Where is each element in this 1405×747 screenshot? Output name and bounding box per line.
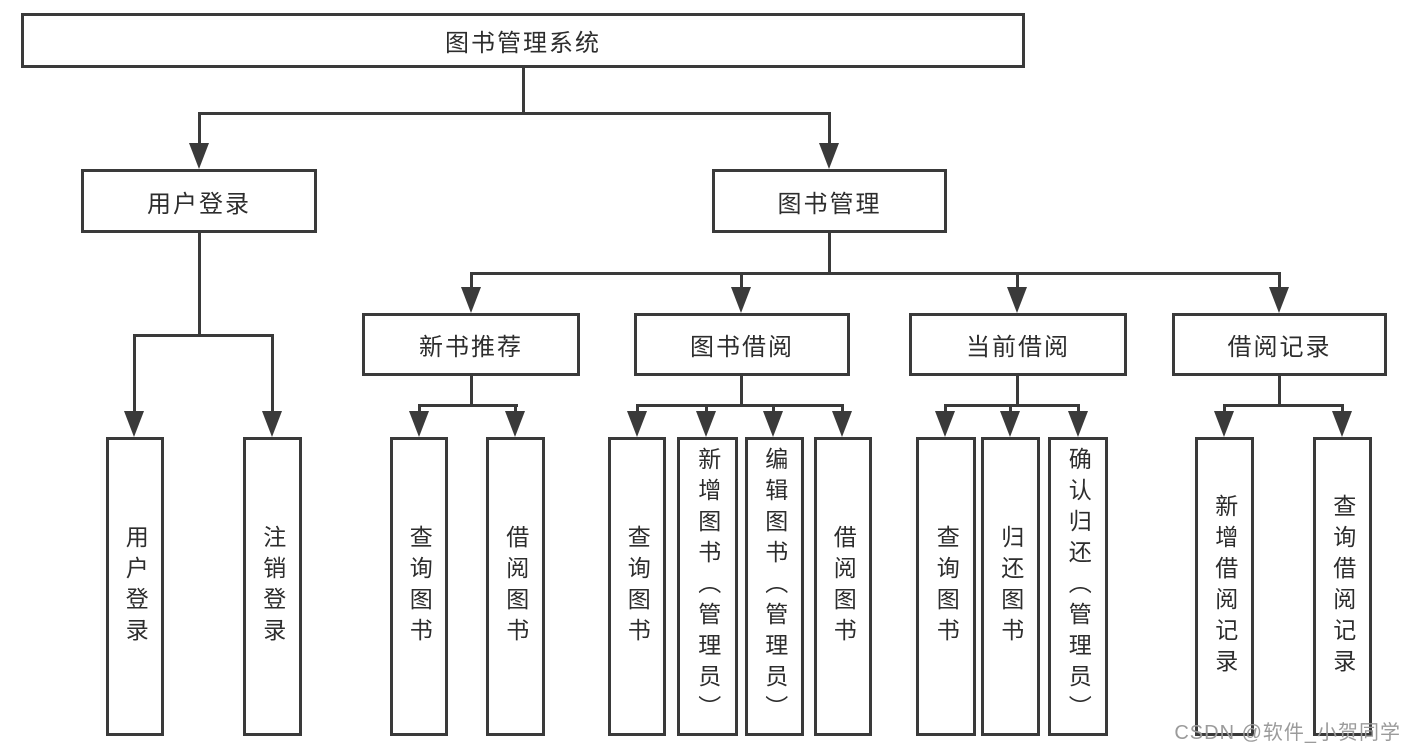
- leaf-borrow-books: 借阅图书: [486, 437, 545, 736]
- connector-line: [418, 404, 518, 407]
- arrow-down-icon: [763, 411, 783, 437]
- leaf-add-borrow-record: 新增借阅记录: [1195, 437, 1254, 736]
- leaf-query-books: 查询图书: [608, 437, 666, 736]
- connector-line: [1077, 404, 1080, 416]
- leaf-borrow-books: 借阅图书: [814, 437, 872, 736]
- node-book-management: 图书管理: [712, 169, 947, 233]
- node-book-borrowing: 图书借阅: [634, 313, 850, 376]
- arrow-down-icon: [1332, 411, 1352, 437]
- node-borrowing-records: 借阅记录: [1172, 313, 1387, 376]
- connector-line: [944, 404, 1080, 407]
- node-library-management-system: 图书管理系统: [21, 13, 1025, 68]
- arrow-down-icon: [627, 411, 647, 437]
- connector-line: [133, 334, 274, 337]
- node-user-login: 用户登录: [81, 169, 317, 233]
- leaf-return-books: 归还图书: [981, 437, 1040, 736]
- arrow-down-icon: [262, 411, 282, 437]
- connector-line: [198, 233, 201, 336]
- connector-line: [828, 112, 831, 146]
- leaf-query-borrow-record: 查询借阅记录: [1313, 437, 1372, 736]
- connector-line: [1278, 272, 1281, 290]
- leaf-add-books-admin: 新增图书（管理员）: [677, 437, 738, 736]
- leaf-logout: 注销登录: [243, 437, 302, 736]
- arrow-down-icon: [461, 287, 481, 313]
- connector-line: [841, 404, 844, 416]
- leaf-confirm-return-admin: 确认归还（管理员）: [1048, 437, 1108, 736]
- node-current-borrowing: 当前借阅: [909, 313, 1127, 376]
- connector-line: [198, 112, 831, 115]
- arrow-down-icon: [935, 411, 955, 437]
- arrow-down-icon: [189, 143, 209, 169]
- connector-line: [1341, 404, 1344, 416]
- connector-line: [1016, 375, 1019, 406]
- connector-line: [470, 375, 473, 406]
- connector-line: [514, 404, 517, 416]
- connector-line: [133, 334, 136, 414]
- connector-line: [944, 404, 947, 416]
- connector-line: [1278, 375, 1281, 406]
- arrow-down-icon: [1269, 287, 1289, 313]
- arrow-down-icon: [1068, 411, 1088, 437]
- connector-line: [828, 233, 831, 273]
- connector-line: [636, 404, 844, 407]
- connector-line: [1016, 272, 1019, 290]
- watermark: CSDN @软件_小贺同学: [1174, 722, 1401, 744]
- connector-line: [740, 375, 743, 406]
- connector-line: [636, 404, 639, 416]
- connector-line: [1223, 404, 1344, 407]
- arrow-down-icon: [819, 143, 839, 169]
- arrow-down-icon: [1007, 287, 1027, 313]
- connector-line: [470, 272, 1281, 275]
- leaf-user-login: 用户登录: [106, 437, 164, 736]
- connector-line: [1223, 404, 1226, 416]
- connector-line: [418, 404, 421, 416]
- connector-line: [470, 272, 473, 290]
- leaf-edit-books-admin: 编辑图书（管理员）: [745, 437, 804, 736]
- leaf-query-books: 查询图书: [390, 437, 448, 736]
- leaf-query-books: 查询图书: [916, 437, 976, 736]
- connector-line: [772, 404, 775, 416]
- arrow-down-icon: [124, 411, 144, 437]
- arrow-down-icon: [505, 411, 525, 437]
- arrow-down-icon: [832, 411, 852, 437]
- connector-line: [271, 334, 274, 414]
- connector-line: [740, 272, 743, 290]
- arrow-down-icon: [409, 411, 429, 437]
- connector-line: [705, 404, 708, 416]
- arrow-down-icon: [731, 287, 751, 313]
- connector-line: [198, 112, 201, 146]
- arrow-down-icon: [696, 411, 716, 437]
- node-new-book-recommend: 新书推荐: [362, 313, 580, 376]
- arrow-down-icon: [1214, 411, 1234, 437]
- connector-line: [522, 68, 525, 112]
- arrow-down-icon: [1000, 411, 1020, 437]
- connector-line: [1009, 404, 1012, 416]
